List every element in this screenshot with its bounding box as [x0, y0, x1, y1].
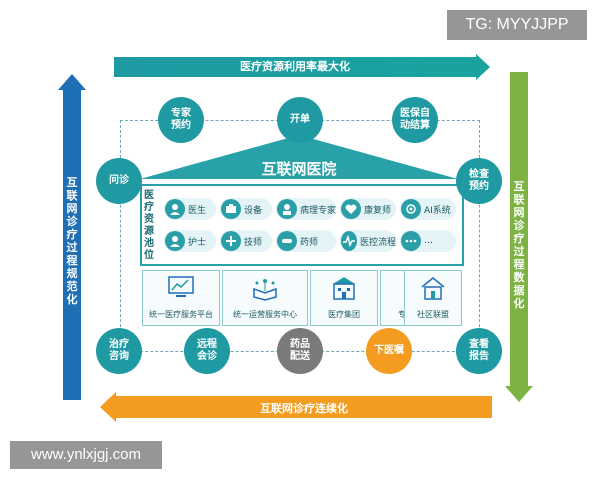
node-expert-appointment: 专家 预约 — [158, 97, 204, 143]
resource-technician: 技师 — [220, 230, 272, 252]
watermark-top-right: TG: MYYJJPP — [447, 10, 587, 40]
roof-title: 互联网医院 — [261, 160, 337, 178]
node-insurance-settlement: 医保自 动结算 — [392, 97, 438, 143]
roof-shape — [140, 135, 458, 179]
watermark-bottom-left: www.ynlxjgj.com — [10, 441, 162, 469]
resource-nurse: 护士 — [164, 230, 216, 252]
platform-community-alliance: 社区联盟 — [404, 270, 462, 326]
ai-icon — [401, 199, 421, 219]
node-remote-consultation: 远程 会诊 — [184, 328, 230, 374]
chart-monitor-icon — [168, 276, 194, 297]
resource-doctor: 医生 — [164, 198, 216, 220]
pool-label: 医疗资源池位 — [144, 190, 154, 261]
node-drug-delivery: 药品 配送 — [277, 328, 323, 374]
resource-equipment: 设备 — [220, 198, 272, 220]
doctor-icon — [165, 199, 185, 219]
resource-pharmacist: 药师 — [276, 230, 336, 252]
node-medical-order: 下医嘱 — [366, 328, 412, 374]
node-view-report: 查看 报告 — [456, 328, 502, 374]
top-arrow-label: 医疗资源利用率最大化 — [240, 60, 350, 73]
bottom-arrow-label: 互联网诊疗连续化 — [260, 402, 348, 415]
left-arrow-label: 互联网诊疗过程规范化 — [66, 176, 78, 306]
house-icon — [421, 277, 445, 300]
left-arrow-shape — [58, 74, 86, 400]
book-network-icon — [253, 279, 277, 301]
building-icon — [333, 277, 355, 300]
equipment-icon — [221, 199, 241, 219]
resource-more: … — [400, 230, 456, 252]
resource-pathologist: 病理专家 — [276, 198, 336, 220]
resource-process: 医控流程 — [340, 230, 396, 252]
resource-ai: AI系统 — [400, 198, 456, 220]
node-prescribe: 开单 — [277, 97, 323, 143]
platform-medical-group: 医疗集团 — [310, 270, 378, 326]
right-arrow-label: 互联网诊疗过程数据化 — [513, 180, 525, 310]
heart-icon — [341, 199, 361, 219]
pulse-icon — [341, 231, 357, 251]
nurse-icon — [165, 231, 185, 251]
node-exam-appointment: 检查 预约 — [456, 158, 502, 204]
node-treatment-consult: 治疗 咨询 — [96, 328, 142, 374]
pathologist-icon — [277, 199, 297, 219]
more-icon — [401, 231, 421, 251]
platform-medical-service: 统一医疗服务平台 — [142, 270, 220, 326]
top-arrow-shape — [114, 54, 490, 80]
node-consultation: 问诊 — [96, 158, 142, 204]
right-arrow-shape — [505, 72, 533, 402]
resource-pool-box — [140, 184, 464, 266]
pill-icon — [277, 231, 297, 251]
bottom-arrow-shape — [100, 392, 492, 422]
resource-therapist: 康复师 — [340, 198, 396, 220]
platform-operations: 统一运营服务中心 — [222, 270, 308, 326]
technician-icon — [221, 231, 241, 251]
